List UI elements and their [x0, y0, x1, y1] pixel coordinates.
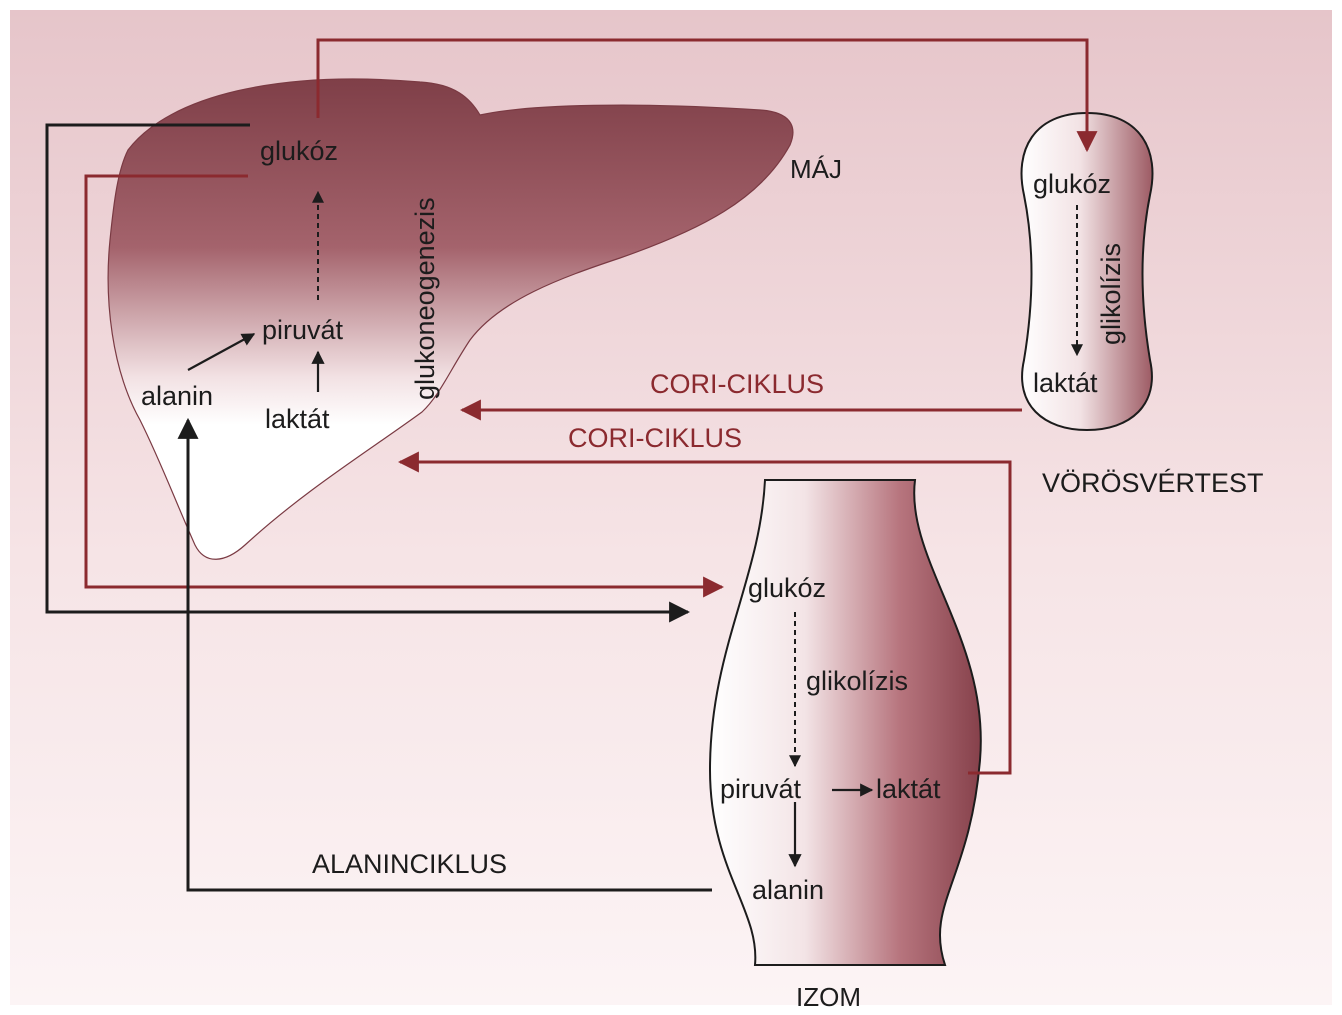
rbc-glycolysis-label: glikolízis — [1096, 243, 1126, 345]
muscle-label: IZOM — [796, 982, 861, 1012]
gluconeogenesis-label: glukoneogenezis — [410, 197, 440, 400]
rbc-glucose-label: glukóz — [1033, 169, 1111, 199]
cori-cycle-label-upper: CORI-CIKLUS — [650, 369, 824, 399]
alanine-cycle-label: ALANINCIKLUS — [312, 849, 507, 879]
liver-label: MÁJ — [790, 154, 842, 184]
rbc-label: VÖRÖSVÉRTEST — [1042, 468, 1264, 498]
muscle-glucose-label: glukóz — [748, 573, 826, 603]
rbc-lactate-label: laktát — [1033, 368, 1098, 398]
liver-alanine-label: alanin — [141, 381, 213, 411]
muscle-lactate-label: laktát — [876, 774, 941, 804]
muscle-alanine-label: alanin — [752, 875, 824, 905]
muscle-pyruvate-label: piruvát — [720, 774, 802, 804]
liver-lactate-label: laktát — [265, 404, 330, 434]
liver-pyruvate-label: piruvát — [262, 315, 344, 345]
muscle-glycolysis-label: glikolízis — [806, 666, 908, 696]
cori-cycle-label-lower: CORI-CIKLUS — [568, 423, 742, 453]
liver-glucose-label: glukóz — [260, 136, 338, 166]
